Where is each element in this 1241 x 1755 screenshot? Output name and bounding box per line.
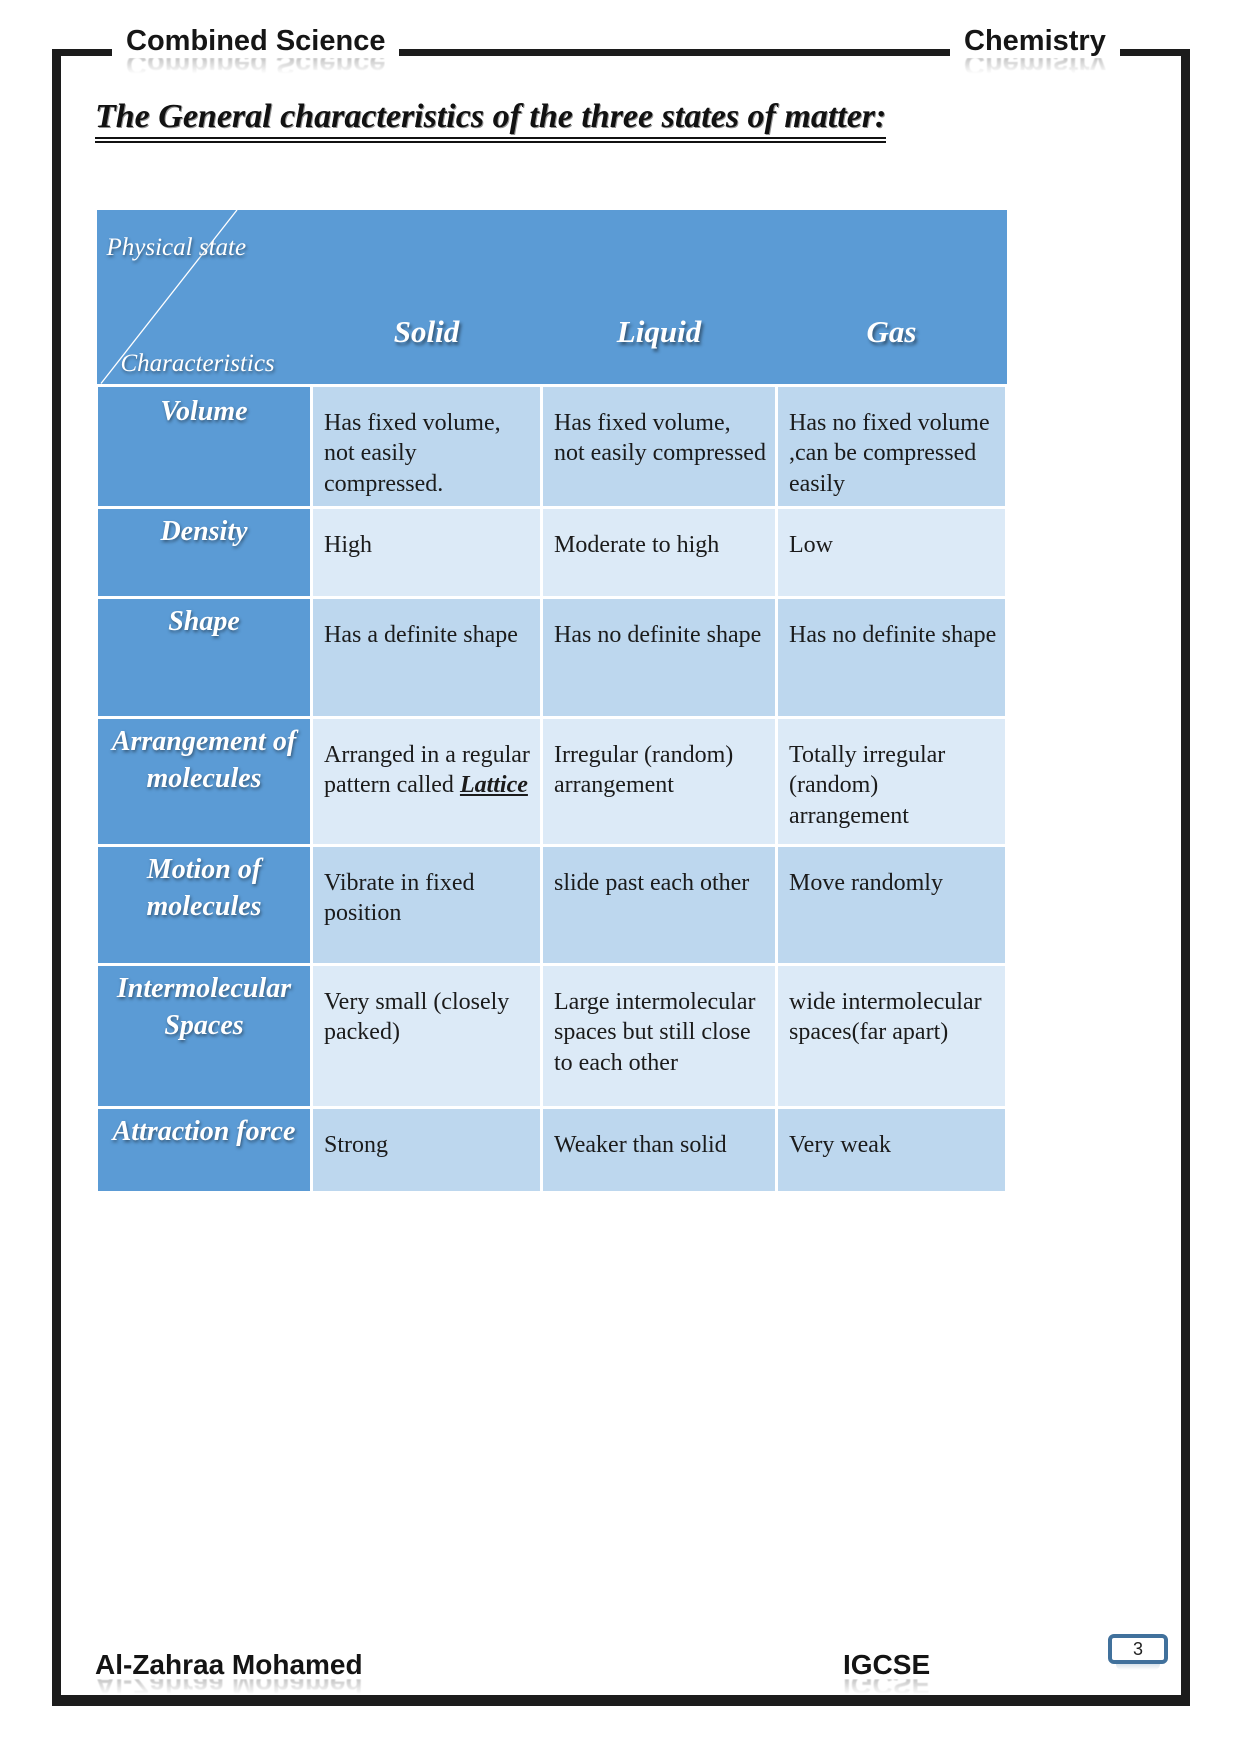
table-cell: Weaker than solid xyxy=(540,1105,778,1194)
table-cell: High xyxy=(310,505,543,599)
footer-author: Al-Zahraa Mohamed Al-Zahraa Mohamed xyxy=(95,1650,363,1700)
table-cell: Large intermolecular spaces but still cl… xyxy=(540,962,778,1109)
column-header-solid: Solid xyxy=(311,210,542,387)
table-cell: Has no definite shape xyxy=(540,595,778,719)
table-cell: Very small (closely packed) xyxy=(310,962,543,1109)
header-subject-right-text: Chemistry xyxy=(964,25,1106,57)
table-cell: Has a definite shape xyxy=(310,595,543,719)
table-cell: Low xyxy=(775,505,1008,599)
table-cell: Totally irregular (random) arrangement xyxy=(775,715,1008,847)
column-header-liquid: Liquid xyxy=(541,210,777,387)
row-label-attraction-force: Attraction force xyxy=(95,1105,313,1194)
column-header-gas: Gas xyxy=(776,210,1007,387)
header-subject-left-text: Combined Science xyxy=(126,25,386,57)
header-subject-left-reflection: Combined Science xyxy=(126,57,386,79)
table-body: Physical state Characteristics Solid Liq… xyxy=(95,210,1008,1194)
header-subject-right-reflection: Chemistry xyxy=(964,57,1106,79)
table-cell: Has no fixed volume ,can be compressed e… xyxy=(775,383,1008,509)
footer-author-text: Al-Zahraa Mohamed xyxy=(95,1649,363,1680)
corner-label-physical-state: Physical state xyxy=(106,234,247,261)
table-cell: Has no definite shape xyxy=(775,595,1008,719)
table-cell: Vibrate in fixed position xyxy=(310,843,543,966)
table-cell: Irregular (random) arrangement xyxy=(540,715,778,847)
page-border-right xyxy=(1181,49,1190,1706)
page-title: The General characteristics of the three… xyxy=(95,98,887,143)
diagonal-divider-line xyxy=(99,210,238,384)
header-subject-right: Chemistry Chemistry xyxy=(950,25,1120,79)
table-cell: slide past each other xyxy=(540,843,778,966)
corner-header-cell: Physical state Characteristics xyxy=(96,210,312,387)
page-title-text: The General characteristics of the three… xyxy=(95,98,887,143)
page-border-bottom xyxy=(52,1695,1190,1706)
table-cell: Moderate to high xyxy=(540,505,778,599)
corner-label-characteristics: Characteristics xyxy=(120,349,275,377)
row-label-arrangement-of-molecules: Arrangement of molecules xyxy=(95,715,313,847)
footer-course-text: IGCSE xyxy=(843,1649,931,1680)
table-cell: Arranged in a regular pattern called Lat… xyxy=(310,715,543,847)
footer-course: IGCSE IGCSE xyxy=(843,1650,930,1700)
page-border-left xyxy=(52,49,61,1706)
table-cell: Has fixed volume, not easily compressed. xyxy=(310,383,543,509)
page-number-box: 3 xyxy=(1108,1634,1168,1670)
states-of-matter-table: Physical state Characteristics Solid Liq… xyxy=(95,210,1008,1194)
table-cell: Very weak xyxy=(775,1105,1008,1194)
row-label-density: Density xyxy=(95,505,313,599)
table-cell: Has fixed volume, not easily compressed xyxy=(540,383,778,509)
table-cell: Move randomly xyxy=(775,843,1008,966)
table-header-row: Physical state Characteristics Solid Liq… xyxy=(96,210,1007,387)
emphasized-term: Lattice xyxy=(459,772,528,799)
header-subject-left: Combined Science Combined Science xyxy=(112,25,400,79)
row-label-motion-of-molecules: Motion of molecules xyxy=(95,843,313,966)
row-label-shape: Shape xyxy=(95,595,313,719)
page-border-top xyxy=(52,49,1182,56)
table-cell: wide intermolecular spaces(far apart) xyxy=(775,962,1008,1109)
page-number: 3 xyxy=(1132,1638,1143,1659)
table-cell: Strong xyxy=(310,1105,543,1194)
row-label-intermolecular-spaces: Intermolecular Spaces xyxy=(95,962,313,1109)
row-label-volume: Volume xyxy=(95,383,313,509)
